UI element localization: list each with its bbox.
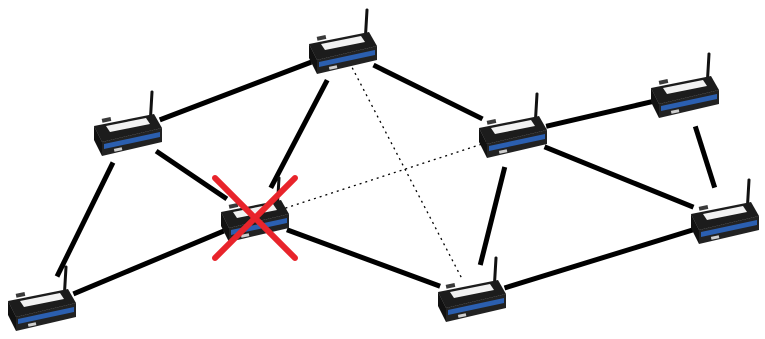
wireless-sensor-node-icon-n8 — [689, 178, 761, 246]
red-x-icon — [212, 175, 298, 261]
link-n2-n3 — [154, 148, 229, 202]
link-n5-n7 — [545, 99, 653, 129]
link-n3-n5-dotted — [273, 139, 495, 213]
link-n3-n4 — [72, 228, 225, 297]
link-n5-n6 — [477, 166, 508, 266]
wireless-sensor-node-icon-n5 — [477, 92, 549, 160]
wireless-sensor-node-icon-n1 — [307, 8, 379, 76]
link-n6-n8 — [503, 227, 694, 291]
wireless-sensor-node-icon-n6 — [436, 256, 508, 324]
link-n3-n6 — [286, 227, 441, 289]
link-n2-n4 — [54, 161, 116, 278]
link-n1-n5 — [372, 62, 484, 122]
link-n5-n8 — [543, 144, 695, 210]
wireless-sensor-node-icon-n7 — [649, 52, 721, 120]
wireless-sensor-node-icon-n4 — [6, 265, 78, 333]
link-n7-n8 — [692, 125, 718, 189]
link-n1-n6-dotted — [351, 67, 464, 281]
wireless-sensor-node-icon-n2 — [92, 90, 164, 158]
link-n1-n3 — [268, 78, 330, 190]
link-n1-n2 — [158, 59, 313, 123]
wireless-sensor-node-icon-n3 — [219, 176, 291, 244]
